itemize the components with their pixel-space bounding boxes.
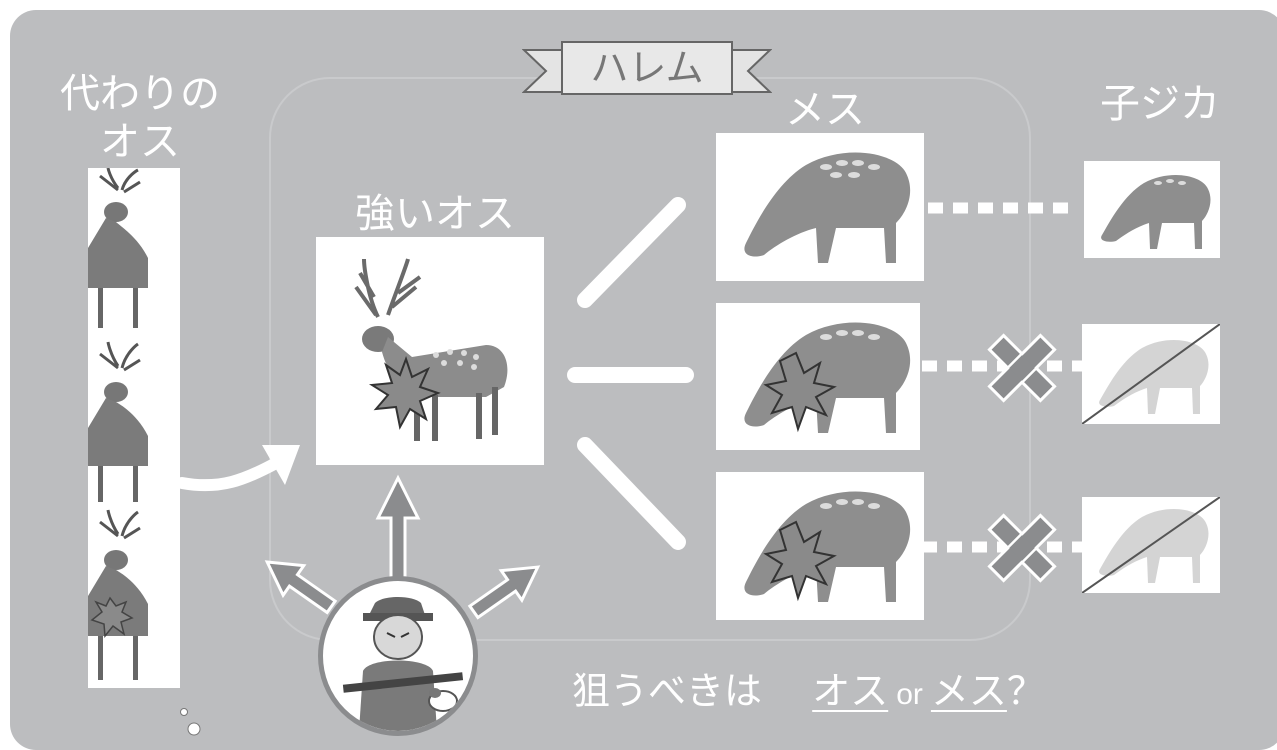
bullet-hit-burst-icon [90,596,134,638]
harem-line-top [577,197,686,308]
replacement-stag-card-3 [88,506,180,688]
replacement-arrow-head [262,445,300,485]
fawn-card-2 [1082,324,1220,424]
question-suffix: ？ [1006,669,1045,713]
replacement-arrow [176,456,284,492]
female-card-3 [716,472,924,620]
hunter-badge [318,576,478,736]
strike-line [1082,497,1220,593]
fawn-icon [1082,324,1220,424]
option-or: or [896,678,923,711]
harem-banner: ハレム [521,38,773,104]
fawn-card-3 [1082,497,1220,593]
hunter-icon [342,597,464,731]
fawn-card-1 [1084,161,1220,258]
doe-icon [744,152,911,263]
fawn-icon [1082,497,1220,593]
stag-icon [88,509,148,680]
shot-arrow-left [264,560,338,615]
dominant-male-label: 強いオス [355,191,515,237]
female-label: メス [785,87,865,133]
female-card-1 [716,133,924,281]
option-male: オス [812,669,889,713]
replacement-male-line1: 代わりの [60,71,220,117]
replacement-stag-card-2 [88,336,180,506]
stag-icon [354,258,508,441]
strike-line [1082,324,1220,424]
stag-icon [88,341,148,502]
fawn-label: 子ジカ [1100,81,1220,127]
thought-bubble-small [180,708,188,716]
replacement-male-line2: オス [100,119,180,165]
shot-arrow-up [375,474,421,580]
bullet-hit-burst-icon [368,356,441,430]
replacement-male-label: 代わりの オス [60,70,220,166]
shot-arrow-right [467,565,541,620]
question-prefix: 狙うべきは [572,669,763,713]
replacement-stag-card-1 [88,168,180,336]
fawn-icon [1101,175,1211,249]
x-mark-icon [987,333,1057,403]
bullet-hit-burst-icon [763,351,837,433]
doe-icon [744,491,911,602]
x-mark-icon [987,513,1057,583]
dominant-stag-card [316,237,544,465]
harem-line-bottom [577,437,686,550]
stag-icon [88,168,148,328]
ribbon-banner-icon [521,41,773,95]
option-female: メス [930,669,1007,713]
thought-bubble-large [187,722,201,736]
female-card-2 [716,303,920,450]
bullet-hit-burst-icon [763,520,837,602]
harem-label: ハレム [590,46,704,90]
doe-icon [744,322,911,433]
